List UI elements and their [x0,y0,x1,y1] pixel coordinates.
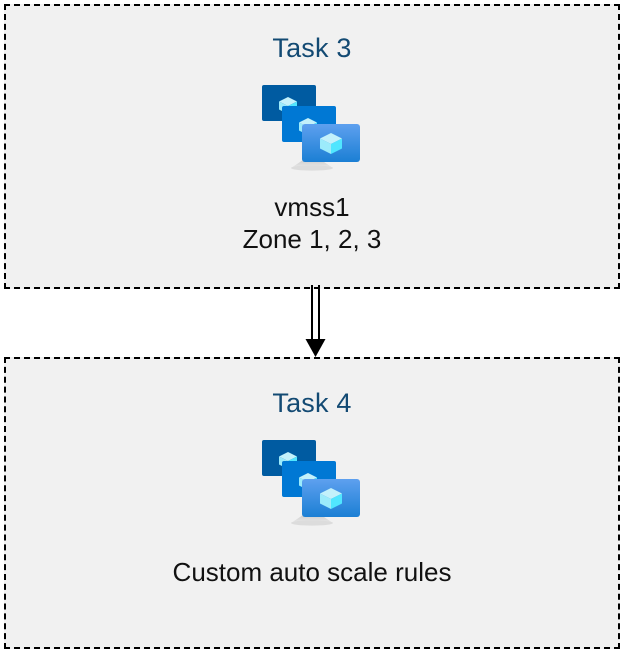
double-line-arrow-down-icon [296,285,336,361]
vm-scale-set-icon [260,83,364,179]
task-title-task4: Task 4 [272,388,352,418]
task-title-task3: Task 3 [272,33,352,63]
task-caption-task3: vmss1 Zone 1, 2, 3 [242,192,382,254]
vm-scale-set-icon [260,438,364,534]
task-caption-task4: Custom auto scale rules [172,557,452,587]
task-box-task3[interactable]: Task 3 [4,4,620,289]
task-box-task4[interactable]: Task 4 [4,357,620,649]
